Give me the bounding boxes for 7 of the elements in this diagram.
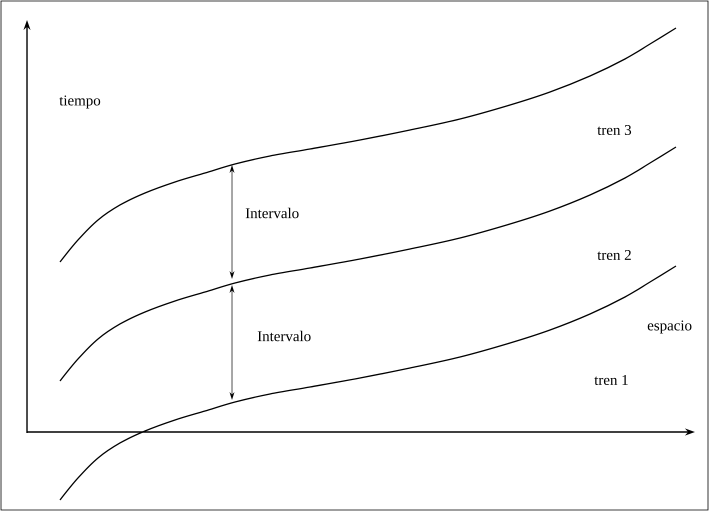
curve-label: tren 3 xyxy=(597,124,632,135)
interval-label: Intervalo xyxy=(246,208,299,218)
interval-label: Intervalo xyxy=(258,330,311,342)
curve-label: tren 1 xyxy=(594,375,628,385)
axis-label: tiempo xyxy=(59,95,100,109)
axis-label: espacio xyxy=(648,320,692,334)
curve-label: tren 2 xyxy=(597,250,631,260)
